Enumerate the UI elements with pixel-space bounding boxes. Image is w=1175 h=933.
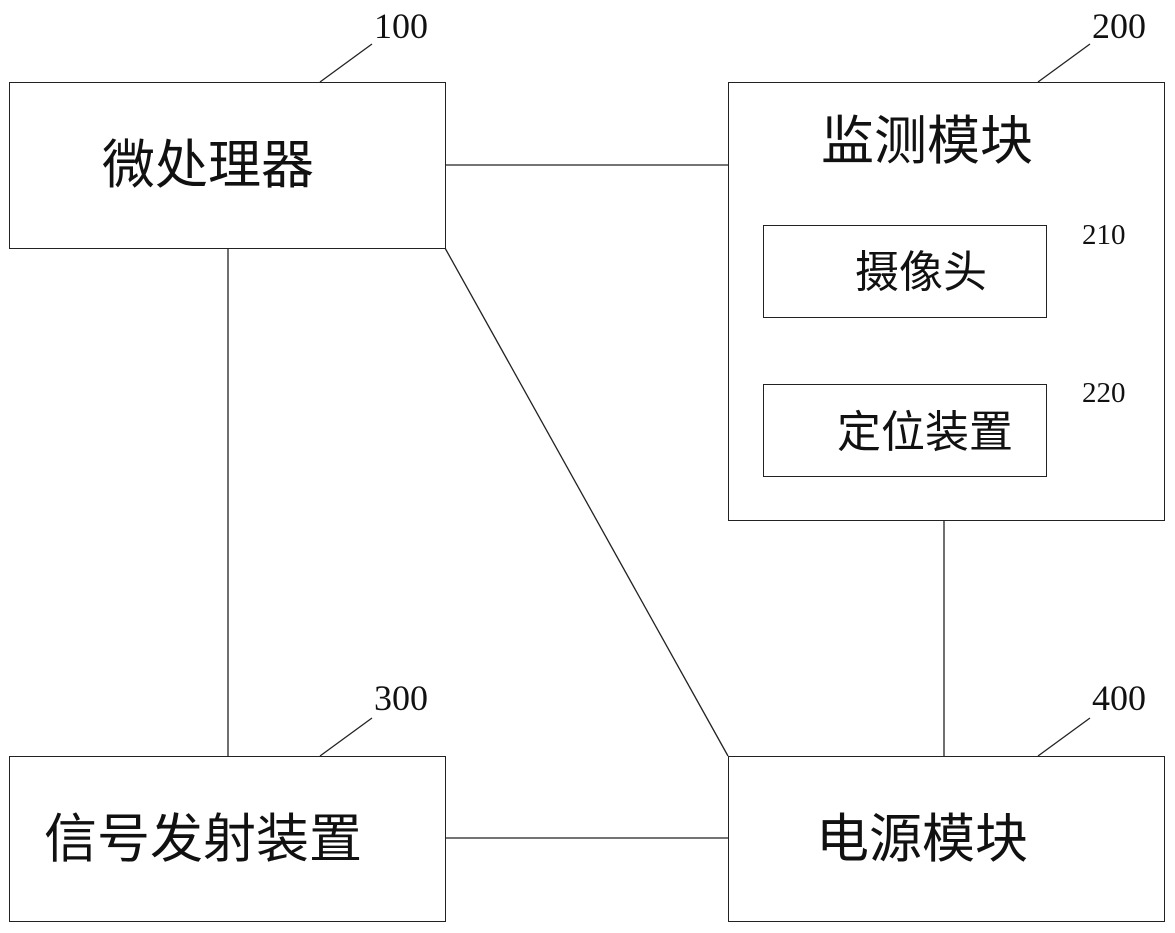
microprocessor-label: 微处理器 — [102, 139, 314, 192]
positioning-device-ref: 220 — [1082, 379, 1126, 408]
monitoring-module-label: 监测模块 — [821, 115, 1033, 168]
ref-leader-300 — [320, 718, 372, 756]
power-module-ref: 400 — [1092, 680, 1146, 716]
camera-label: 摄像头 — [855, 251, 987, 295]
ref-leader-100 — [320, 44, 372, 82]
signal-transmitter-ref: 300 — [374, 680, 428, 716]
power-module-label: 电源模块 — [816, 813, 1028, 866]
camera-ref: 210 — [1082, 221, 1126, 250]
link-microprocessor-power — [445, 248, 728, 756]
microprocessor-ref: 100 — [374, 8, 428, 44]
signal-transmitter-label: 信号发射装置 — [44, 813, 362, 866]
power-module-block: 电源模块 — [728, 756, 1165, 922]
camera-block: 摄像头 — [763, 225, 1047, 318]
positioning-device-label: 定位装置 — [837, 411, 1013, 455]
signal-transmitter-block: 信号发射装置 — [9, 756, 446, 922]
ref-leader-200 — [1038, 44, 1090, 82]
ref-leader-400 — [1038, 718, 1090, 756]
positioning-device-block: 定位装置 — [763, 384, 1047, 477]
microprocessor-block: 微处理器 — [9, 82, 446, 249]
monitoring-module-ref: 200 — [1092, 8, 1146, 44]
